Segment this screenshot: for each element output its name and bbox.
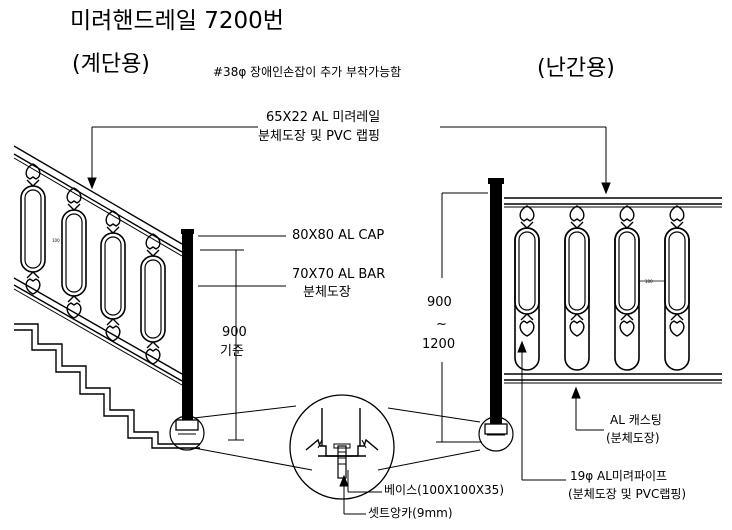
- detail-leaders: [339, 470, 382, 515]
- page-title: 미려핸드레일 7200번: [70, 8, 284, 34]
- stair-height-sub: 기준: [220, 344, 244, 359]
- handrail-spec-line1: 65X22 AL 미려레일: [266, 110, 381, 125]
- handrail-leader: [87, 126, 611, 195]
- railing-dimension: [436, 192, 488, 443]
- bar-spec-line1: 70X70 AL BAR: [292, 267, 386, 282]
- railing-type-label: (난간용): [537, 56, 615, 81]
- base-spec: 베이스(100X100X35): [384, 483, 505, 497]
- railing-balusters-stretch: [514, 227, 690, 371]
- option-note: #38φ 장애인손잡이 추가 부착가능함: [213, 65, 402, 79]
- pipe-spec-line1: 19φ AL미려파이프: [570, 469, 668, 483]
- rail-height-top: 900: [427, 295, 452, 310]
- railing-rails: [504, 197, 722, 384]
- anchor-spec: 셋트앙카(9mm): [368, 506, 453, 520]
- railing-spacing-mark: 100: [645, 279, 653, 284]
- bar-spec-line2: 분체도장: [303, 285, 351, 300]
- cap-spec: 80X80 AL CAP: [292, 228, 385, 243]
- stair-spacing-mark: 100: [52, 238, 60, 243]
- casting-spec-line2: (분체도장): [606, 431, 660, 445]
- stair-handrail: [13, 145, 183, 386]
- base-detail: [193, 394, 481, 500]
- pipe-spec-line2: (분체도장 및 PVC랩핑): [568, 487, 687, 501]
- rail-height-bottom: 1200: [422, 337, 456, 352]
- stair-dimension: [198, 235, 286, 441]
- casting-spec-line1: AL 캐스팅: [610, 413, 662, 427]
- railing-post: [478, 178, 514, 452]
- stair-type-label: (계단용): [72, 52, 150, 77]
- casting-pipe-leaders: [517, 340, 604, 481]
- stair-post: [169, 229, 205, 451]
- railing-balusters: [514, 205, 690, 337]
- stair-steps: [14, 323, 200, 449]
- handrail-spec-line2: 분체도장 및 PVC 랩핑: [258, 129, 380, 144]
- rail-height-tilde: ~: [436, 317, 447, 332]
- stair-height-value: 900: [222, 325, 247, 340]
